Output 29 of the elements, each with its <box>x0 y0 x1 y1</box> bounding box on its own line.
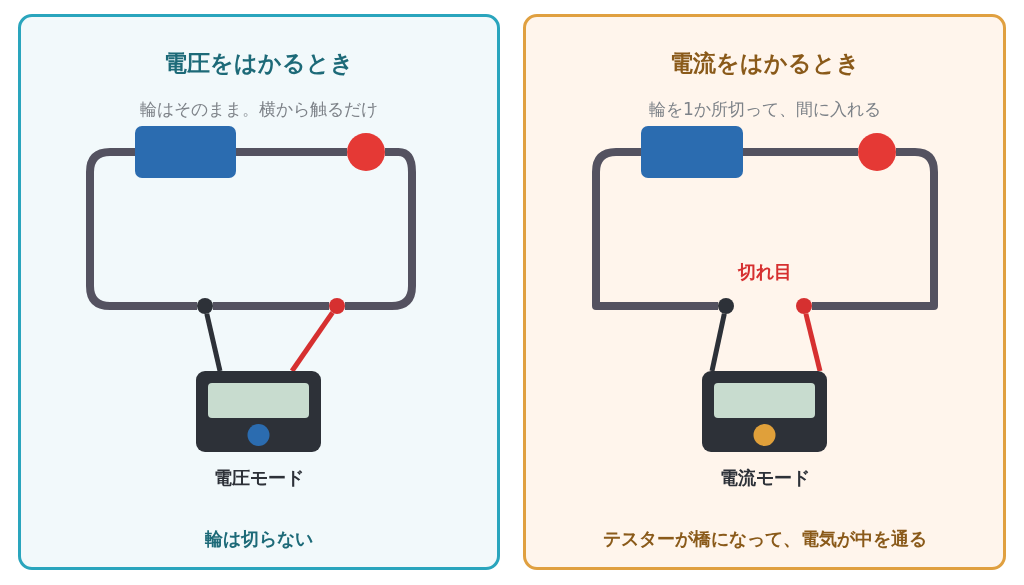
wire <box>213 302 329 310</box>
probe-lead <box>709 313 727 374</box>
panel-card <box>18 14 500 570</box>
battery-block <box>641 126 743 178</box>
probe-lead <box>803 313 823 374</box>
probe-lead <box>204 313 223 374</box>
panel-title: 電圧をはかるとき <box>164 49 354 78</box>
panel-title: 電流をはかるとき <box>670 49 860 78</box>
lamp-marker <box>347 133 385 171</box>
probe-tip <box>718 298 734 314</box>
mode-label: 電圧モード <box>213 466 304 490</box>
battery-block <box>135 126 236 178</box>
wire <box>86 148 197 310</box>
mode-label: 電流モード <box>719 466 810 490</box>
wire <box>236 148 347 156</box>
panel-note: 輪は切らない <box>205 527 313 551</box>
lamp-marker <box>858 133 896 171</box>
gap-label: 切れ目 <box>738 260 792 284</box>
probe-lead <box>289 311 335 374</box>
wire <box>345 148 416 310</box>
panel-subtitle: 輪を1か所切って、間に入れる <box>649 98 881 121</box>
probe-tip <box>796 298 812 314</box>
probe-tip <box>197 298 213 314</box>
panel-card <box>523 14 1006 570</box>
panel-note: テスターが橋になって、電気が中を通る <box>603 527 927 551</box>
probe-tip <box>329 298 345 314</box>
wire <box>592 148 718 310</box>
wire <box>743 148 858 156</box>
panel-subtitle: 輪はそのまま。横から触るだけ <box>140 98 378 121</box>
